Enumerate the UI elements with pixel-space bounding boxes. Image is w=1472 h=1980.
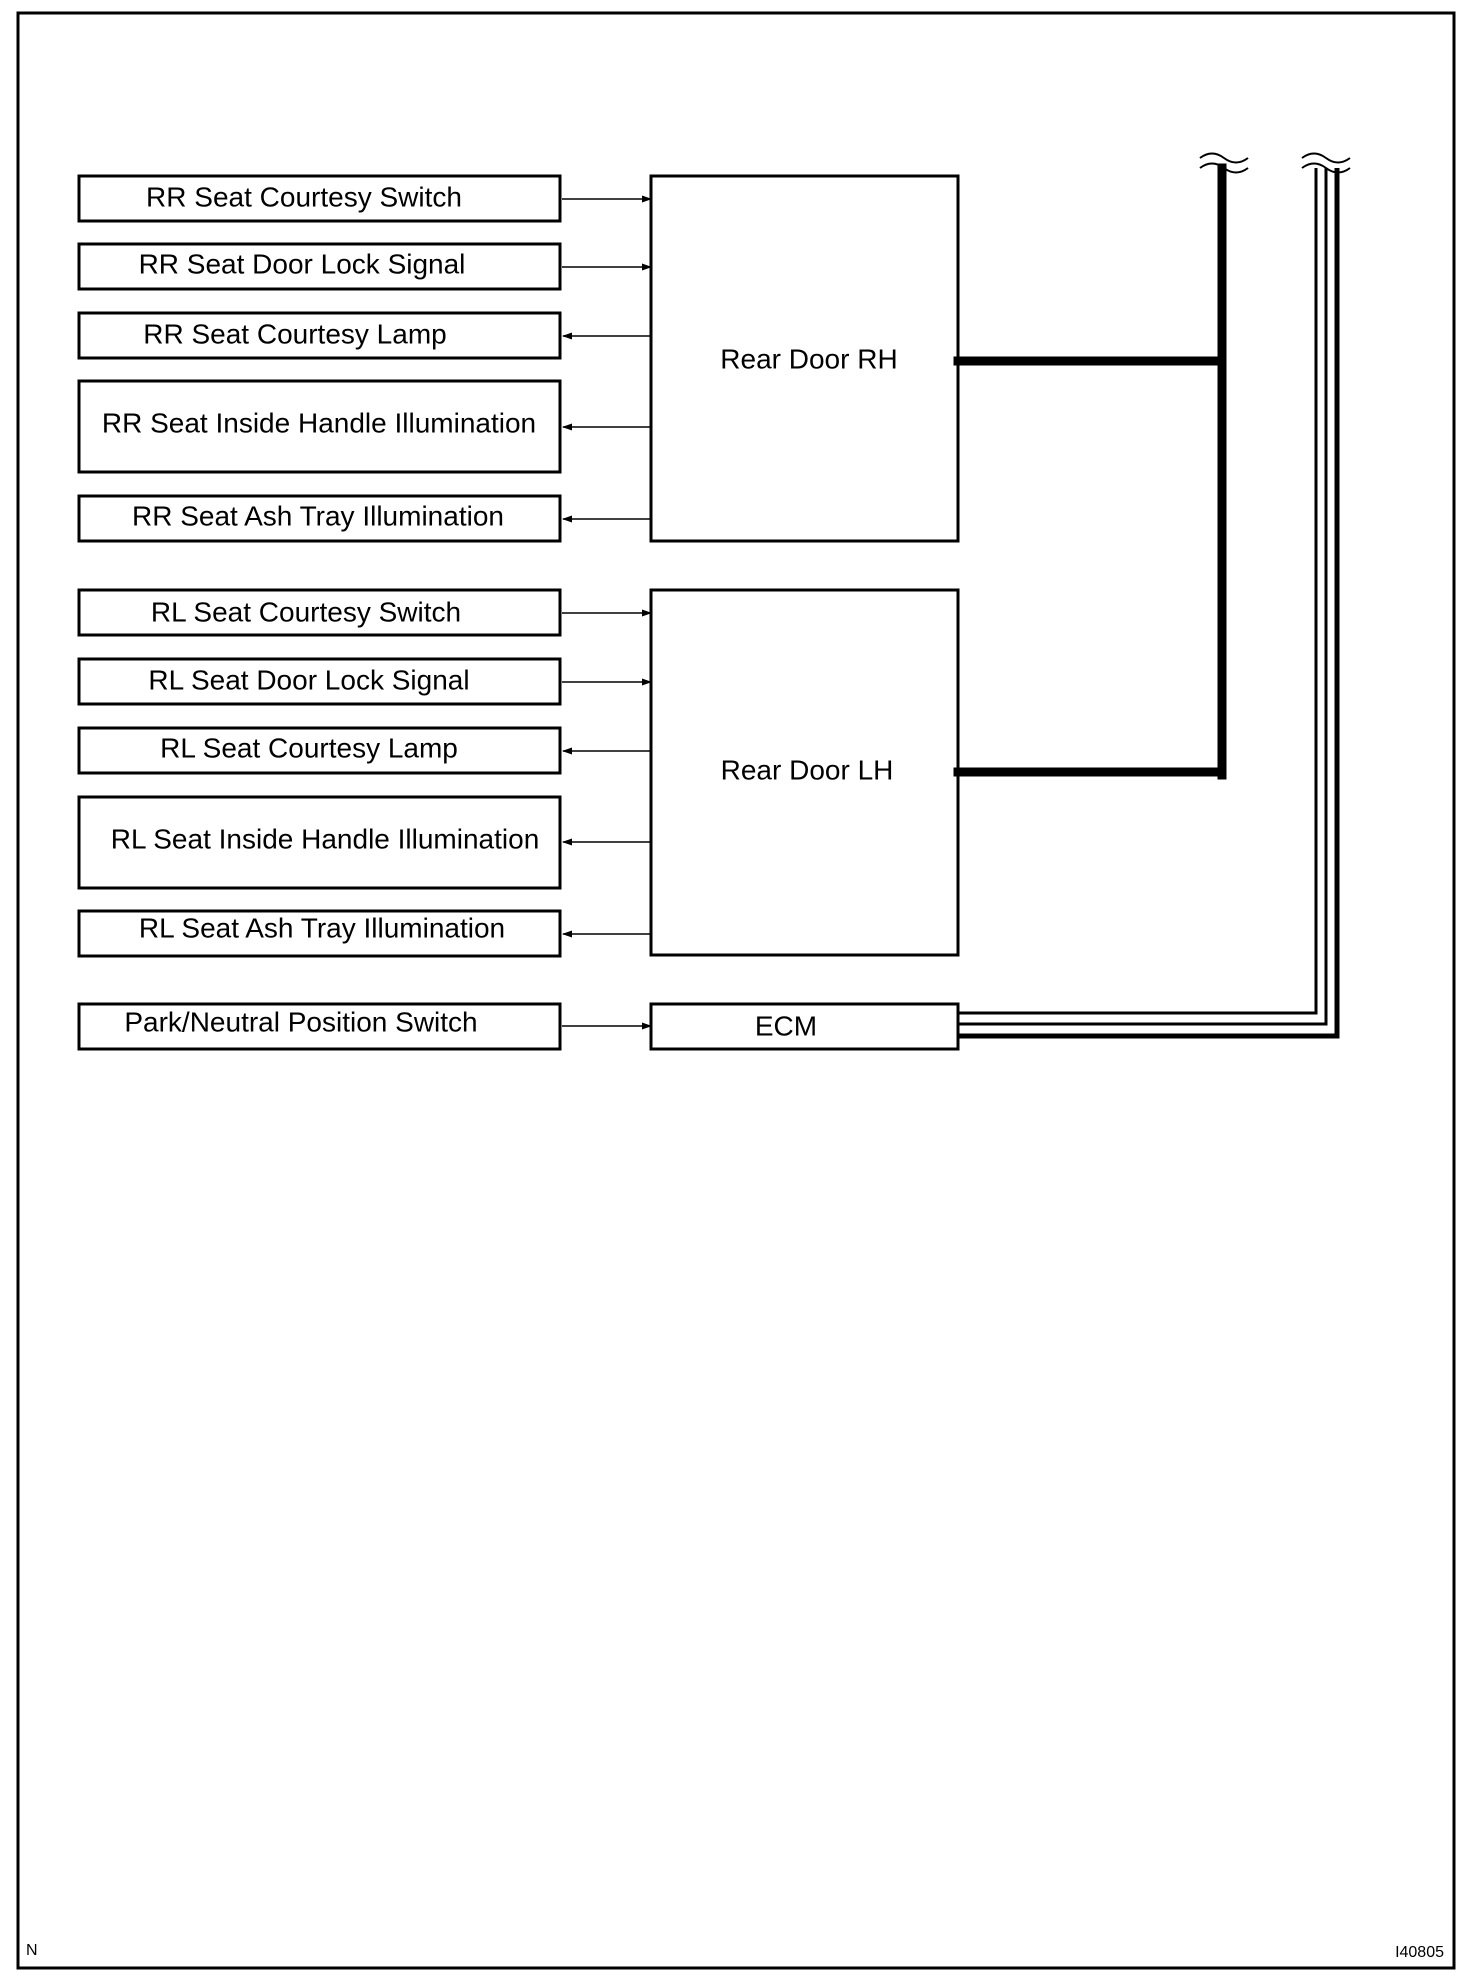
footer-left-code: N — [26, 1942, 38, 1959]
input-box-rl-inside-handle-illumination — [77, 795, 562, 890]
rear-door-lh-group: RL Seat Courtesy Switch RL Seat Door Loc… — [77, 588, 960, 958]
input-label-rr-courtesy-lamp: RR Seat Courtesy Lamp — [143, 318, 446, 349]
input-box-rr-inside-handle-illumination — [77, 379, 562, 474]
module-rear-door-lh — [649, 588, 960, 957]
input-box-rr-door-lock-signal — [77, 242, 562, 291]
input-label-park-neutral-position-switch: Park/Neutral Position Switch — [124, 1006, 477, 1037]
module-ecm — [649, 1002, 960, 1051]
module-label-ecm: ECM — [755, 1010, 817, 1041]
door-bus — [953, 152, 1249, 780]
ecm-harness — [958, 152, 1351, 1039]
input-label-rl-courtesy-switch: RL Seat Courtesy Switch — [151, 596, 461, 627]
page-frame — [16, 11, 1456, 1970]
input-box-rl-door-lock-signal — [77, 657, 562, 706]
input-box-rr-courtesy-switch — [77, 174, 562, 223]
rear-door-rh-group: RR Seat Courtesy Switch RR Seat Door Loc… — [77, 174, 960, 543]
ecm-group: Park/Neutral Position Switch ECM — [77, 1002, 960, 1051]
input-box-rr-ash-tray-illumination — [77, 494, 562, 543]
input-label-rr-inside-handle-illumination: RR Seat Inside Handle Illumination — [102, 407, 536, 438]
bus-break-symbol — [1199, 152, 1249, 174]
input-box-rl-courtesy-lamp — [77, 726, 562, 775]
input-label-rl-inside-handle-illumination: RL Seat Inside Handle Illumination — [111, 823, 540, 854]
input-box-rr-courtesy-lamp — [77, 311, 562, 360]
module-label-rear-door-rh: Rear Door RH — [720, 343, 897, 374]
module-label-rear-door-lh: Rear Door LH — [721, 754, 894, 785]
harness-break-symbol — [1301, 152, 1351, 174]
input-box-rl-courtesy-switch — [77, 588, 562, 637]
module-rear-door-rh — [649, 174, 960, 543]
input-label-rl-ash-tray-illumination: RL Seat Ash Tray Illumination — [139, 912, 505, 943]
input-label-rl-door-lock-signal: RL Seat Door Lock Signal — [148, 664, 469, 695]
input-box-park-neutral-position-switch — [77, 1002, 562, 1051]
input-box-rl-ash-tray-illumination — [77, 909, 562, 958]
input-label-rr-courtesy-switch: RR Seat Courtesy Switch — [146, 181, 462, 212]
footer-right-code: I40805 — [1395, 1944, 1444, 1961]
input-label-rr-door-lock-signal: RR Seat Door Lock Signal — [139, 248, 466, 279]
input-label-rr-ash-tray-illumination: RR Seat Ash Tray Illumination — [132, 500, 504, 531]
input-label-rl-courtesy-lamp: RL Seat Courtesy Lamp — [160, 732, 458, 763]
